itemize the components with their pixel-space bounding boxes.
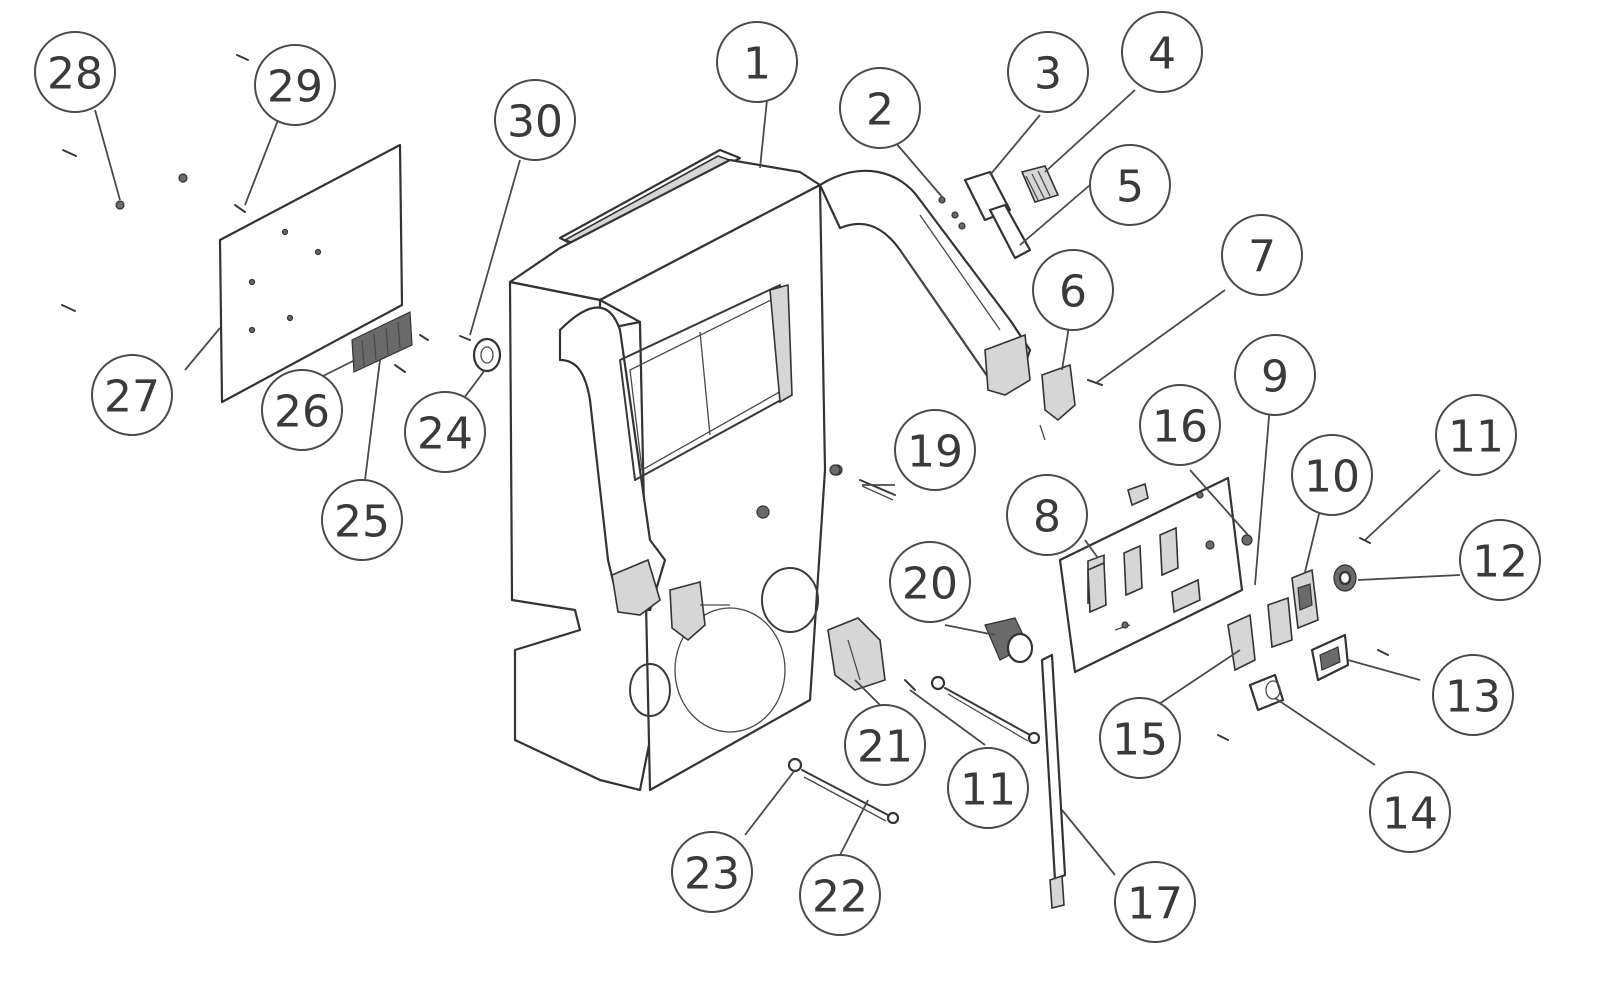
screw xyxy=(829,464,896,501)
callout-label: 9 xyxy=(1261,352,1289,403)
callout-label: 23 xyxy=(684,849,740,900)
callout-23: 23 xyxy=(671,831,753,913)
callout-label: 14 xyxy=(1382,789,1438,840)
callout-label: 27 xyxy=(104,372,160,423)
callout-17: 17 xyxy=(1114,861,1196,943)
callout-10: 10 xyxy=(1291,434,1373,516)
callout-label: 24 xyxy=(417,409,473,460)
callout-20: 20 xyxy=(889,541,971,623)
callout-label: 15 xyxy=(1112,715,1168,766)
callout-label: 25 xyxy=(334,497,390,548)
callout-label: 8 xyxy=(1033,492,1061,543)
callout-label: 6 xyxy=(1059,267,1087,318)
back-plate xyxy=(61,54,404,404)
callout-label: 19 xyxy=(907,427,963,478)
callout-1: 1 xyxy=(716,21,798,103)
main-housing xyxy=(508,148,1032,792)
callout-label: 16 xyxy=(1152,402,1208,453)
callout-label: 2 xyxy=(866,85,894,136)
callout-29: 29 xyxy=(254,44,336,126)
callout-3: 3 xyxy=(1007,31,1089,113)
lower-parts xyxy=(787,617,1067,910)
callout-19: 19 xyxy=(894,409,976,491)
callout-label: 4 xyxy=(1148,29,1176,80)
callout-label: 20 xyxy=(902,559,958,610)
callout-5: 5 xyxy=(1089,144,1171,226)
callout-label: 28 xyxy=(47,49,103,100)
callout-25: 25 xyxy=(321,479,403,561)
callout-bubbles: 1 2 3 4 5 6 7 8 9 10 11 11 12 13 14 15 1… xyxy=(34,11,1541,943)
callout-label: 26 xyxy=(274,387,330,438)
callout-13: 13 xyxy=(1432,654,1514,736)
callout-label: 22 xyxy=(812,872,868,923)
callout-label: 3 xyxy=(1034,49,1062,100)
callout-4: 4 xyxy=(1121,11,1203,93)
callout-22: 22 xyxy=(799,854,881,936)
callout-14: 14 xyxy=(1369,771,1451,853)
callout-label: 1 xyxy=(743,39,771,90)
callout-label: 11 xyxy=(960,765,1016,816)
callout-12: 12 xyxy=(1459,519,1541,601)
callout-9: 9 xyxy=(1234,334,1316,416)
callout-label: 7 xyxy=(1248,232,1276,283)
leader-lines xyxy=(94,89,1461,876)
callout-label: 12 xyxy=(1472,537,1528,588)
callout-27: 27 xyxy=(91,354,173,436)
mounting-bracket xyxy=(1039,363,1103,441)
callout-label: 17 xyxy=(1127,879,1183,930)
callout-label: 21 xyxy=(857,722,913,773)
callout-26: 26 xyxy=(261,369,343,451)
callout-label: 5 xyxy=(1116,162,1144,213)
callout-label: 13 xyxy=(1445,672,1501,723)
callout-label: 10 xyxy=(1304,452,1360,503)
callout-11-right: 11 xyxy=(1435,394,1517,476)
grommet xyxy=(459,335,502,373)
callout-28: 28 xyxy=(34,31,116,113)
callout-21: 21 xyxy=(844,704,926,786)
callout-24: 24 xyxy=(404,391,486,473)
callout-30: 30 xyxy=(494,79,576,161)
callout-label: 30 xyxy=(507,97,563,148)
electrical-components xyxy=(1217,537,1389,741)
callout-16: 16 xyxy=(1139,384,1221,466)
callout-8: 8 xyxy=(1006,474,1088,556)
vent-grille xyxy=(351,311,429,373)
callout-label: 11 xyxy=(1448,412,1504,463)
control-panel xyxy=(1058,476,1253,674)
callout-7: 7 xyxy=(1221,214,1303,296)
callout-2: 2 xyxy=(839,67,921,149)
callout-label: 29 xyxy=(267,62,323,113)
callout-11-lower: 11 xyxy=(947,747,1029,829)
latch-parts xyxy=(938,165,1060,260)
callout-6: 6 xyxy=(1032,249,1114,331)
callout-15: 15 xyxy=(1099,697,1181,779)
